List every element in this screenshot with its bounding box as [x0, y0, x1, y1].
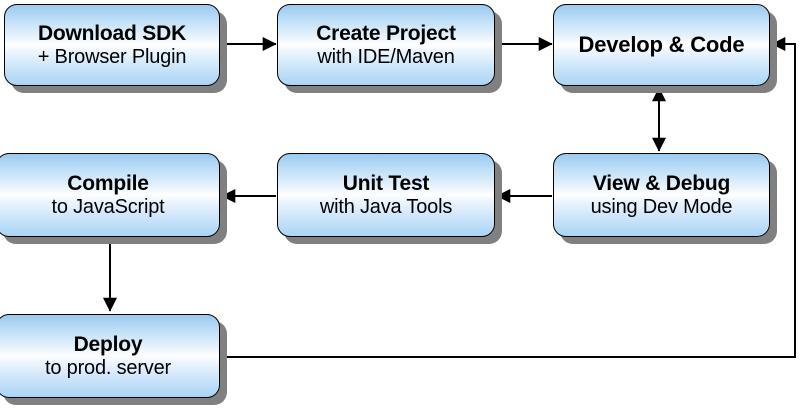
node-unit-test-line2: with Java Tools	[319, 195, 453, 218]
node-create-project[interactable]: Create Project with IDE/Maven	[277, 4, 495, 86]
node-compile-js-line1: Compile	[67, 172, 149, 196]
node-deploy-line2: to prod. server	[45, 356, 171, 379]
node-view-debug-line2: using Dev Mode	[590, 195, 733, 218]
node-develop-code[interactable]: Develop & Code	[553, 4, 770, 86]
node-compile-js[interactable]: Compile to JavaScript	[0, 153, 220, 237]
node-develop-code-line1: Develop & Code	[578, 31, 745, 57]
node-download-sdk-line2: + Browser Plugin	[37, 45, 187, 68]
node-create-project-line2: with IDE/Maven	[317, 45, 455, 68]
node-create-project-line1: Create Project	[316, 22, 456, 46]
node-deploy[interactable]: Deploy to prod. server	[0, 314, 220, 398]
node-compile-js-line2: to JavaScript	[51, 195, 165, 218]
node-deploy-line1: Deploy	[73, 333, 143, 357]
node-download-sdk-line1: Download SDK	[37, 22, 187, 46]
node-download-sdk[interactable]: Download SDK + Browser Plugin	[4, 4, 220, 86]
node-view-debug[interactable]: View & Debug using Dev Mode	[553, 153, 770, 237]
node-unit-test-line1: Unit Test	[342, 172, 430, 196]
node-unit-test[interactable]: Unit Test with Java Tools	[277, 153, 495, 237]
node-view-debug-line1: View & Debug	[592, 172, 731, 196]
